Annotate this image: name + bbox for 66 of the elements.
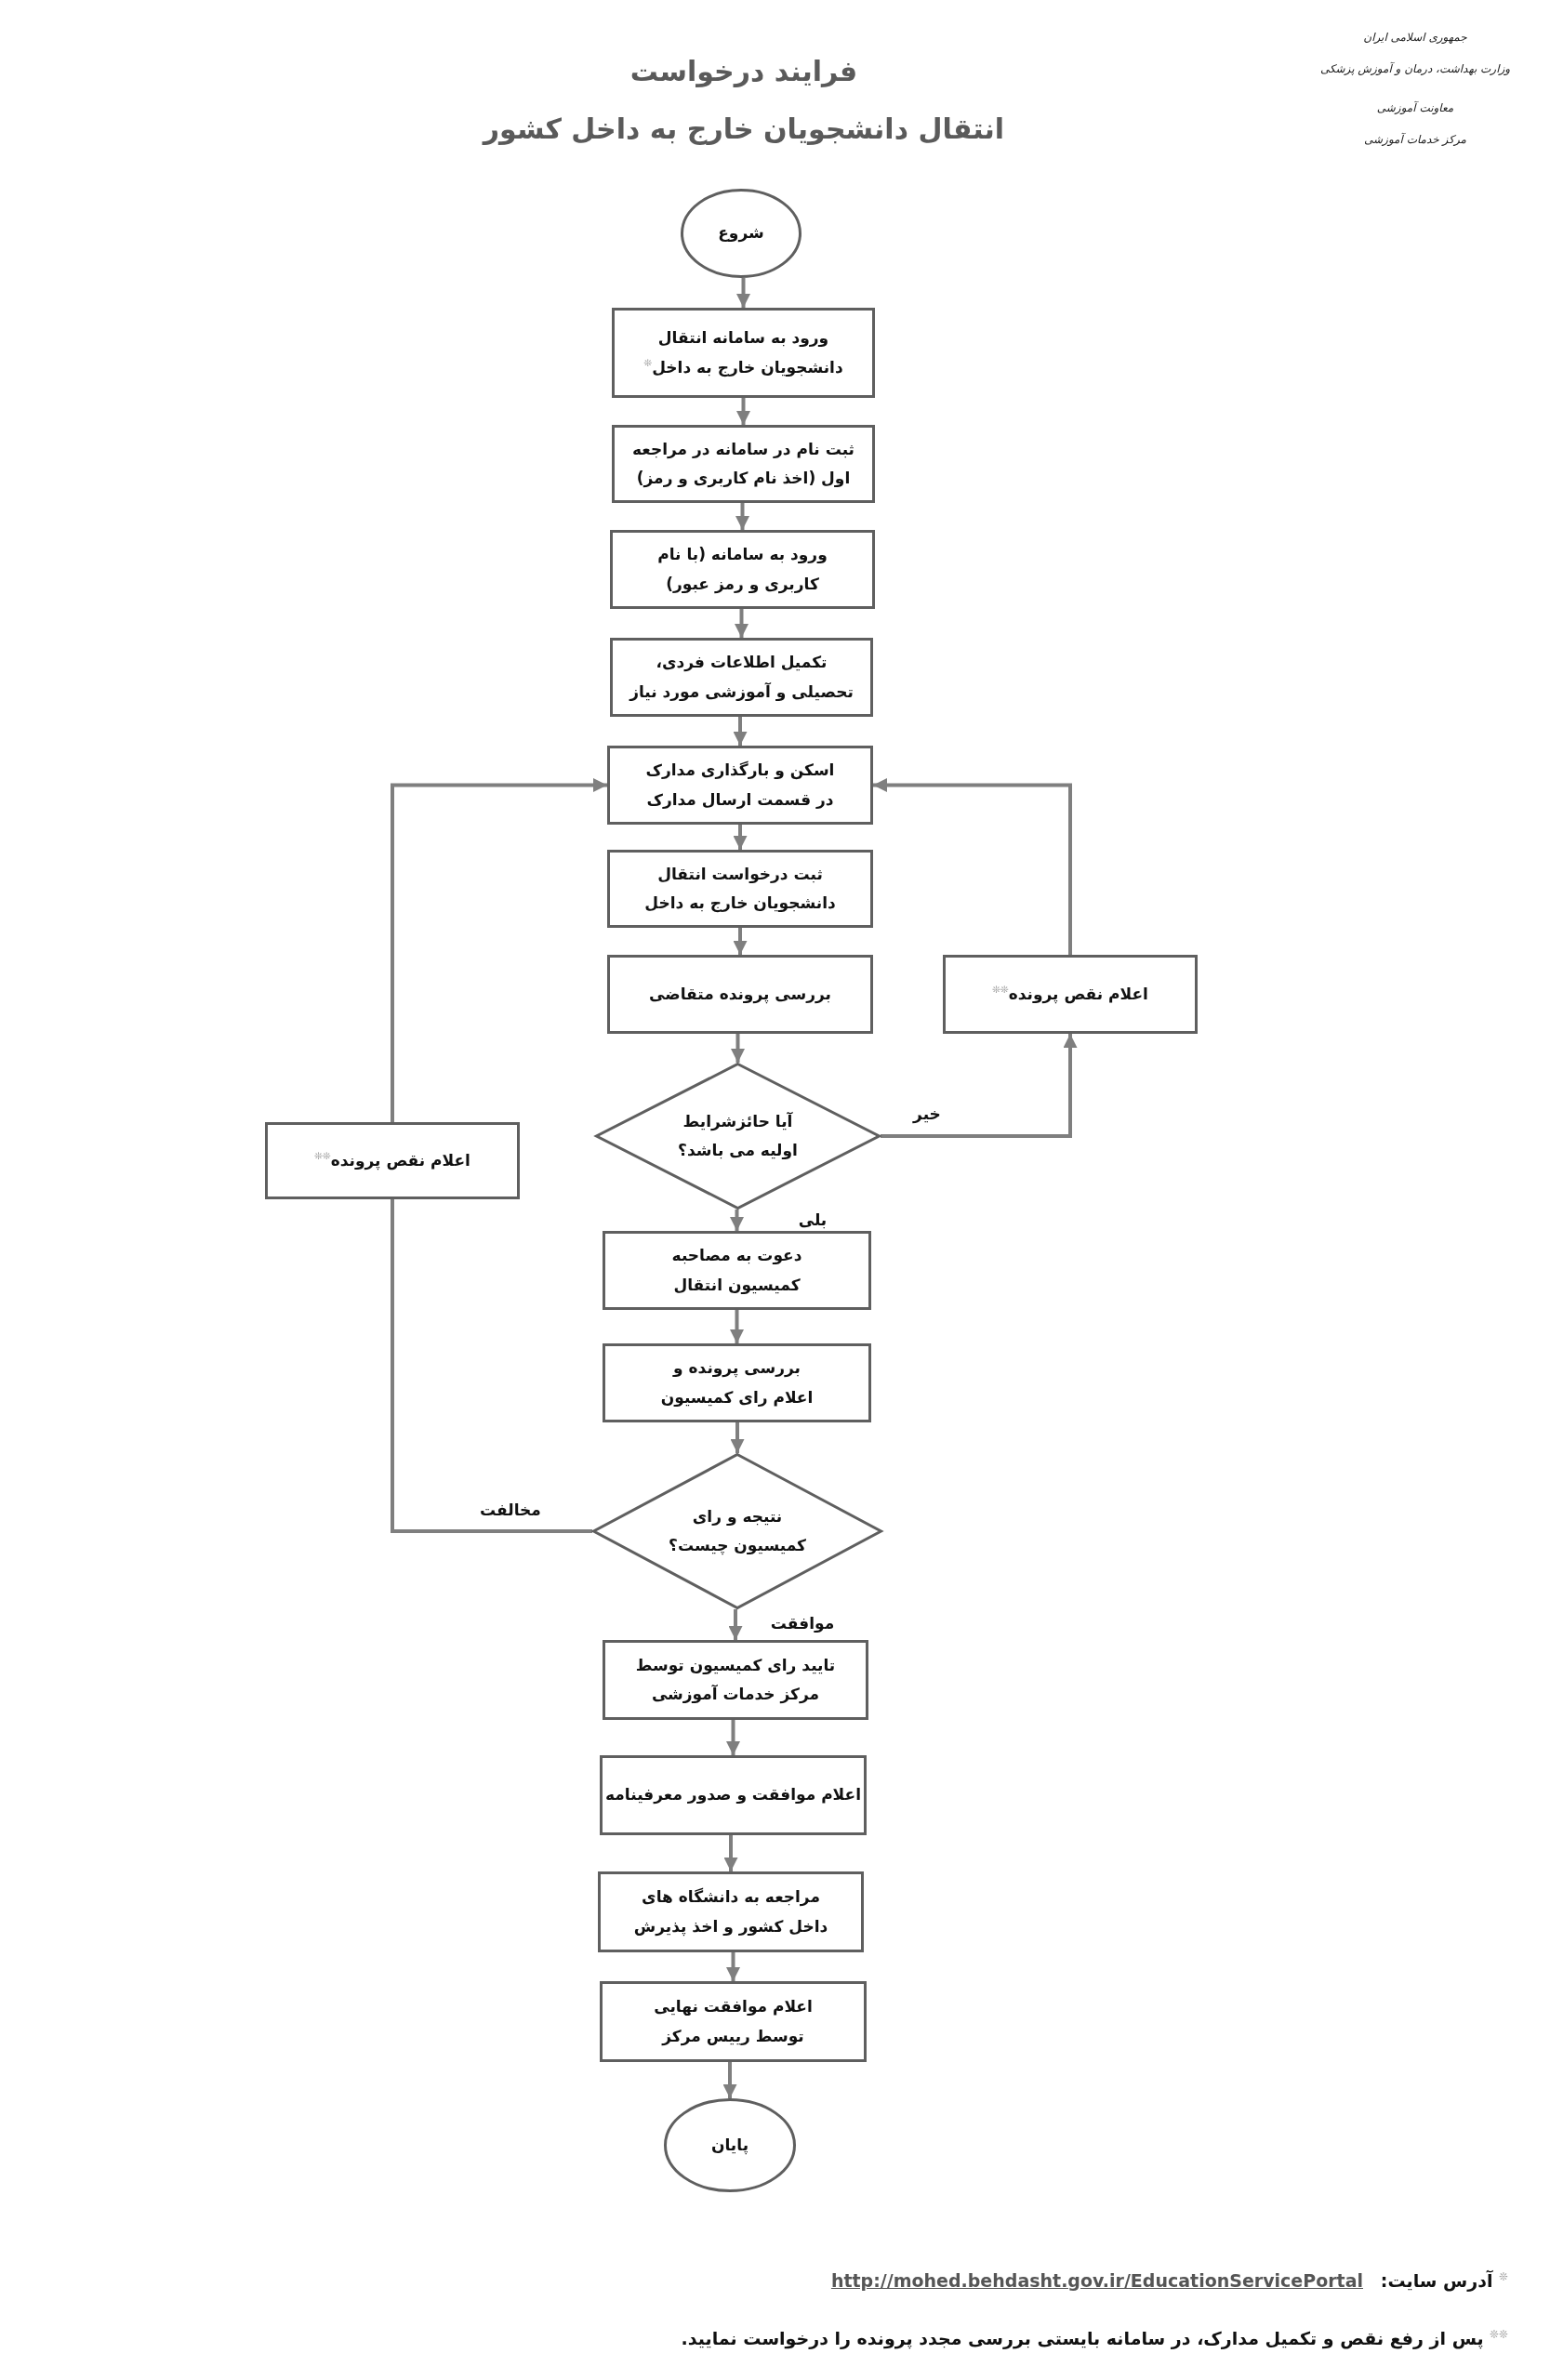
step-text: اسکن و بارگذاری مدارک در قسمت ارسال مدارک (644, 760, 836, 811)
process-box (612, 308, 875, 398)
arrow (736, 278, 750, 308)
arrow (722, 2062, 737, 2098)
process-box (603, 1640, 868, 1720)
process-box (610, 638, 873, 717)
title: فرایند درخواست انتقال دانشجویان خارج به داخل کشور (483, 54, 1005, 147)
step-text: بررسی پرونده متقاضی (649, 983, 831, 1006)
terminal-ellipse (681, 189, 801, 278)
terminal-ellipse (664, 2098, 796, 2192)
arrow (728, 1609, 743, 1640)
decision-diamond (595, 1063, 881, 1210)
arrow (726, 1952, 740, 1981)
website-link: http://mohed.behdasht.gov.ir/EducationServicePortal (830, 2270, 1363, 2291)
arrow (723, 1835, 738, 1871)
step-text: ثبت نام در سامانه در مراجعه اول (اخذ نام کاربری و رمز) (631, 438, 855, 490)
arrow (731, 1034, 745, 1063)
process-box (603, 1343, 871, 1422)
arrow (733, 928, 748, 955)
process-box (607, 955, 873, 1034)
footnote-text: $^{❊}$ آدرس سایت: (1380, 2270, 1508, 2291)
decision-diamond (592, 1453, 882, 1609)
arrow (730, 1310, 744, 1343)
step-text: ورود به سامانه (با نام کاربری و رمز عبور) (656, 544, 828, 596)
process-box (600, 1755, 867, 1835)
arrow (735, 503, 749, 530)
process-box (603, 1231, 871, 1310)
step-text: اعلام نقص پرونده$^{❊❊}$ (992, 983, 1148, 1006)
arrow (733, 825, 748, 850)
letterhead-text: جمهوری اسلامی ایران (1363, 31, 1467, 44)
step-text: بررسی پرونده و اعلام رای کمیسیون (659, 1357, 815, 1408)
step-text: ورود به سامانه انتقال دانشجویان خارج به داخل$^{❊}$ (643, 327, 844, 379)
process-box (598, 1871, 864, 1952)
arrow (736, 398, 750, 425)
letterhead-text: وزارت بهداشت، درمان و آموزش پزشکی (1319, 62, 1511, 75)
process-box (607, 746, 873, 825)
letterhead-text: معاونت آموزشی (1376, 101, 1454, 114)
process-box (610, 530, 875, 609)
step-text: اعلام موافقت و صدور معرفینامه (605, 1784, 861, 1806)
step-text: تایید رای کمیسیون توسط مرکز خدمات آموزشی (634, 1654, 837, 1706)
step-text: مراجعه به دانشگاه های داخل کشور و اخذ پذیرش (632, 1886, 829, 1938)
arrow (735, 609, 749, 638)
step-text: اعلام موافقت نهایی توسط رییس مرکز (653, 1996, 814, 2048)
terminal-text: شروع (718, 222, 764, 245)
arrow (733, 717, 748, 746)
step-text: تکمیل اطلاعات فردی، تحصیلی و آموزشی مورد نیاز (628, 652, 854, 703)
process-box (600, 1981, 867, 2062)
process-box (943, 955, 1198, 1034)
question-text: نتیجه و رای کمیسیون چیست؟ (668, 1505, 807, 1557)
arrow (881, 1034, 1078, 1138)
process-box (607, 850, 873, 928)
footnote-text: $^{❊❊}$ پس از رفع نقص و تکمیل مدارک، در سامانه بایستی بررسی مجدد پرونده را درخواست نمایید. (681, 2328, 1508, 2348)
step-text: اعلام نقص پرونده$^{❊❊}$ (314, 1149, 470, 1172)
process-box (265, 1122, 520, 1199)
letterhead-text: مرکز خدمات آموزشی (1364, 133, 1466, 146)
question-text: آیا حائزشرایط اولیه می باشد؟ (677, 1110, 799, 1161)
arrow (391, 778, 607, 1122)
arrow (730, 1422, 745, 1453)
connector-line (391, 1199, 592, 1533)
step-text: ثبت درخواست انتقال دانشجویان خارج به داخل (643, 863, 837, 915)
arrow (730, 1210, 744, 1231)
arrow (873, 778, 1072, 955)
arrow (726, 1720, 740, 1755)
process-box (612, 425, 875, 503)
step-text: دعوت به مصاحبه کمیسیون انتقال (670, 1245, 803, 1296)
terminal-text: پایان (710, 2134, 749, 2157)
